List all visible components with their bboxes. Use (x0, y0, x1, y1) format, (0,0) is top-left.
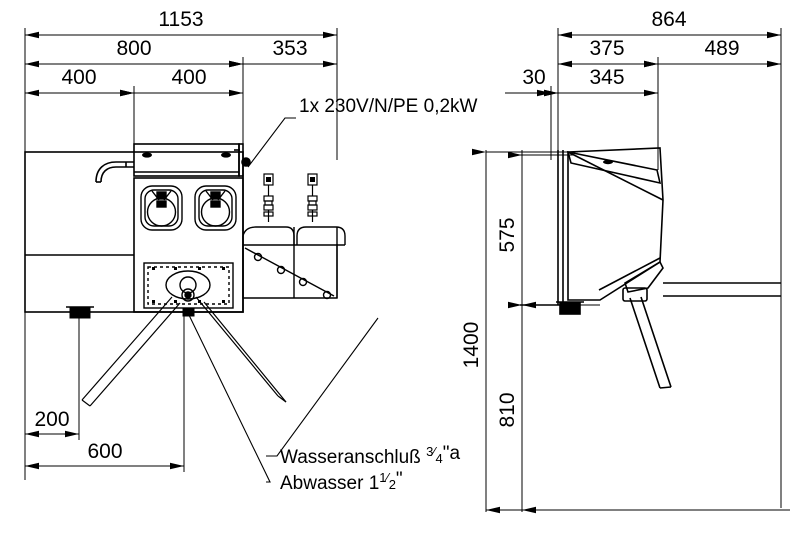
dim-label-1153: 1153 (158, 8, 203, 31)
water-supply-denominator: 4 (435, 451, 442, 466)
side-view-machine (520, 147, 672, 389)
water-supply-label: Wasseranschluß 3⁄4"a (280, 443, 460, 468)
waste-water-suffix: " (396, 469, 403, 490)
water-supply-suffix: "a (443, 443, 461, 464)
front-view-twin-bowls (140, 185, 237, 231)
water-supply-prefix: Wasseranschluß (280, 447, 426, 468)
dim-label-810: 810 (496, 392, 519, 427)
dim-label-200: 200 (34, 408, 69, 431)
front-view-floor-fittings (66, 306, 195, 319)
dim-label-575: 575 (496, 217, 519, 252)
waste-water-prefix: Abwasser 1 (280, 473, 379, 494)
dim-label-489: 489 (704, 37, 739, 60)
side-view-shelf (663, 282, 781, 297)
waste-water-label: Abwasser 11⁄2" (280, 469, 403, 494)
front-view-right-bracket (242, 226, 346, 300)
dim-label-800: 800 (116, 37, 151, 60)
dim-label-600: 600 (87, 440, 122, 463)
front-view-valve-stems (263, 173, 318, 222)
dim-label-345: 345 (589, 66, 624, 89)
side-view-extension-lines (485, 28, 782, 512)
front-view-legs (81, 296, 287, 407)
dim-label-1400: 1400 (460, 322, 483, 369)
side-view-level-lines (486, 151, 790, 511)
waste-water-denominator: 2 (389, 477, 396, 492)
front-view-spout (95, 161, 134, 183)
water-supply-numerator: 3 (426, 444, 433, 459)
electrical-supply-label: 1x 230V/N/PE 0,2kW (299, 96, 478, 117)
dim-label-400-left: 400 (61, 66, 96, 89)
dim-label-400-right: 400 (171, 66, 206, 89)
leader-lines (187, 117, 379, 483)
front-view-extension-lines (24, 28, 338, 480)
waste-water-numerator: 1 (379, 470, 386, 485)
dim-label-353: 353 (272, 37, 307, 60)
dim-label-30: 30 (522, 66, 545, 89)
front-view-base-plate (143, 262, 234, 309)
dim-label-375: 375 (589, 37, 624, 60)
front-view-machine (24, 143, 251, 313)
dim-label-864: 864 (651, 8, 686, 31)
